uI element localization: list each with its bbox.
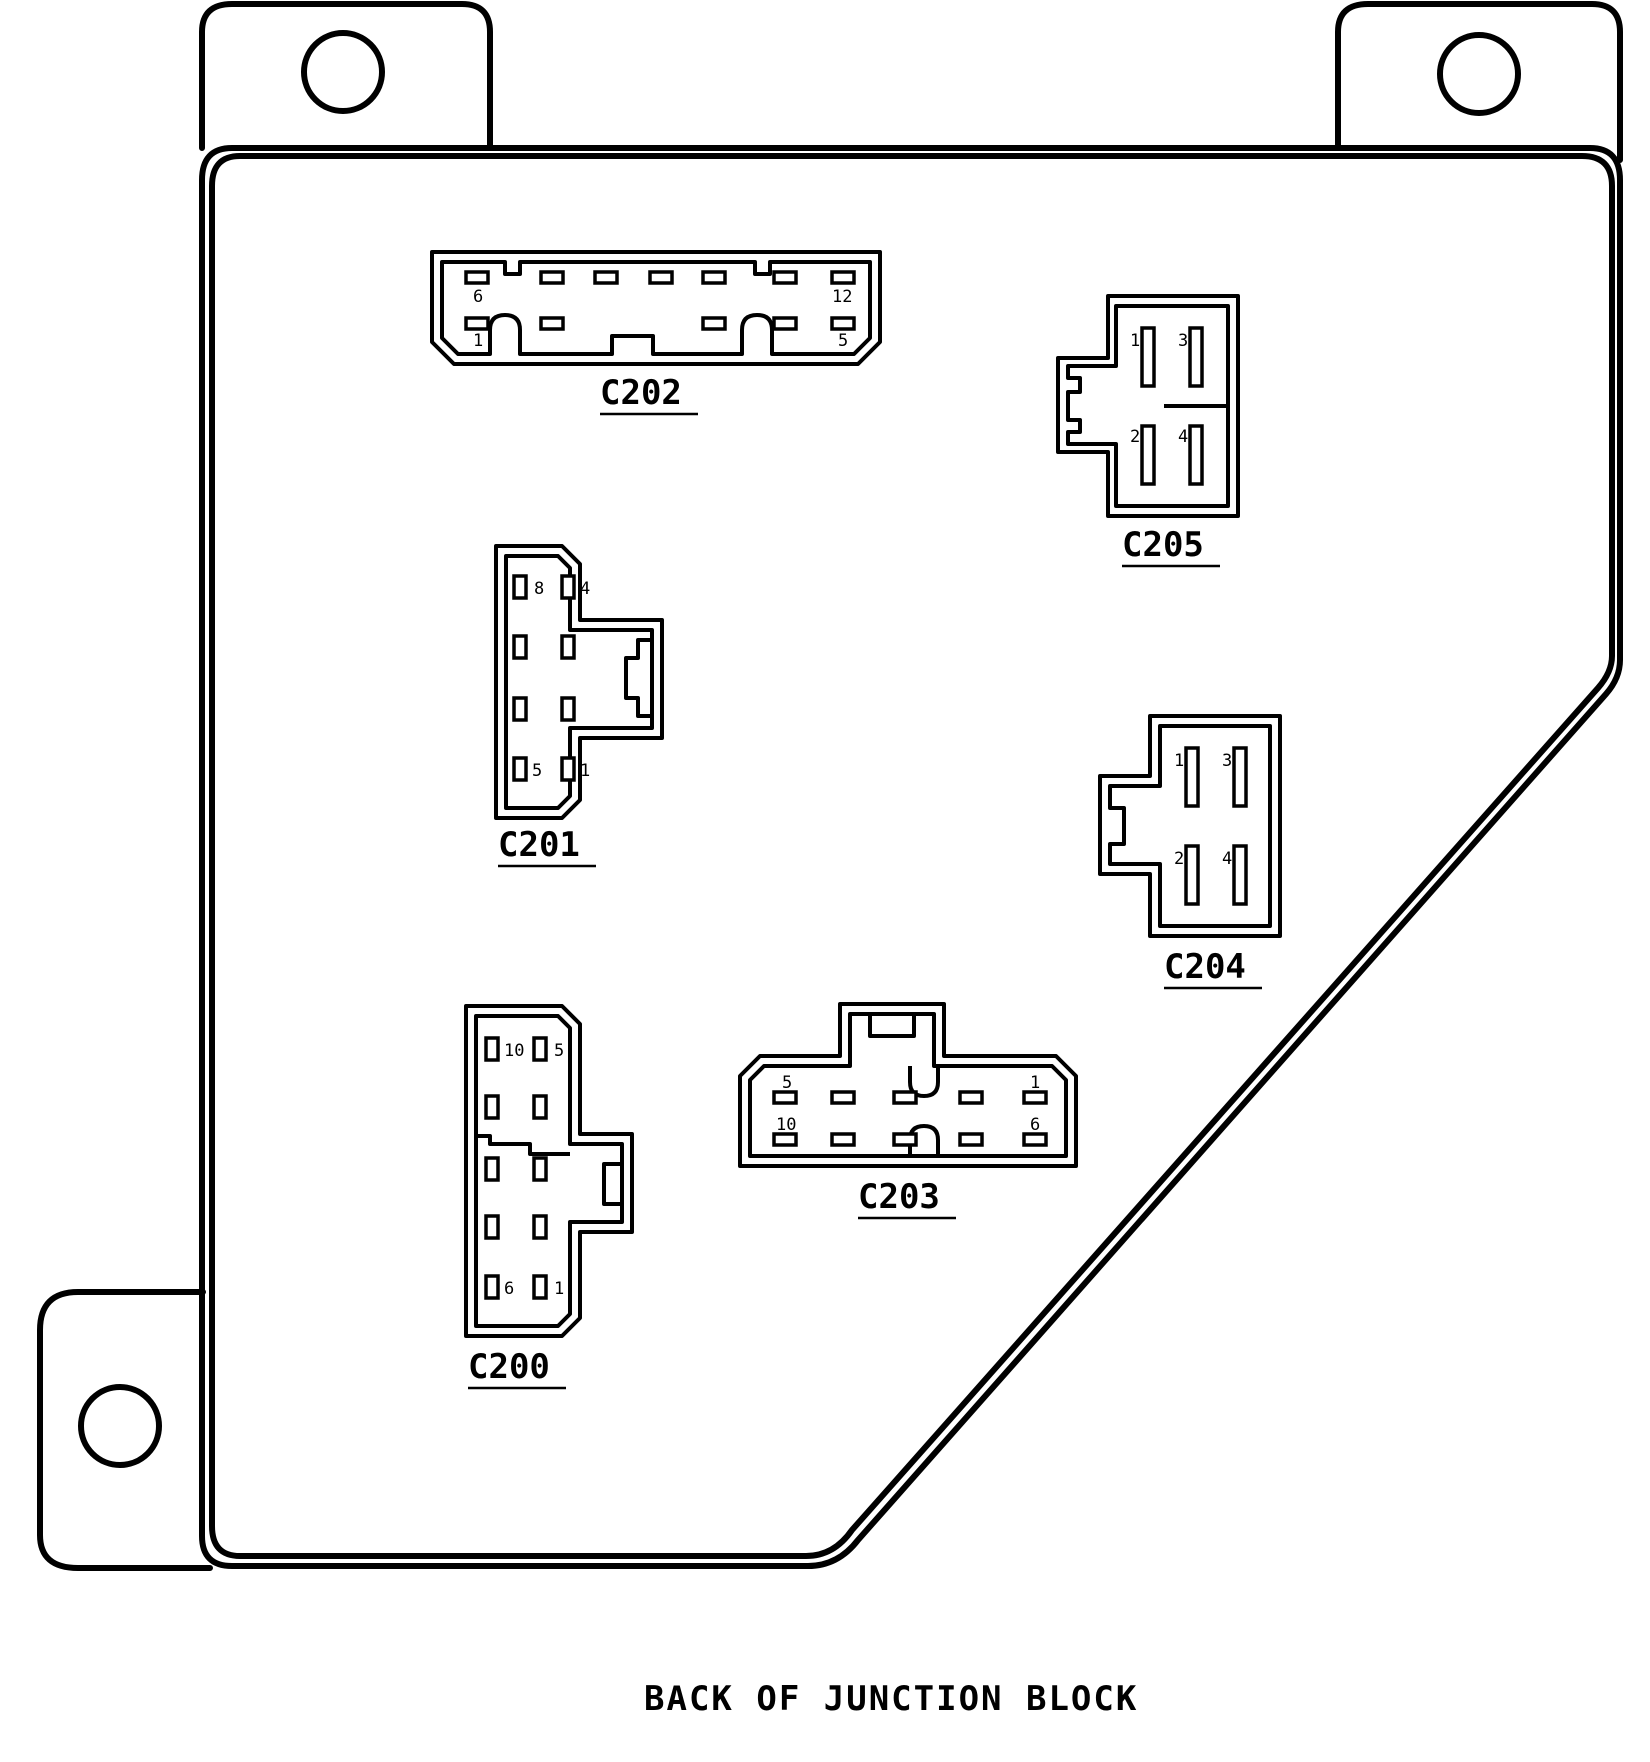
- c201-pin-number: 4: [580, 579, 590, 599]
- c203-pin: [892, 1132, 918, 1147]
- c204-pin: [1184, 844, 1200, 906]
- c204-pin-number: 4: [1222, 849, 1232, 869]
- diagram-caption: BACK OF JUNCTION BLOCK: [644, 1679, 1138, 1719]
- c202-pin: [772, 316, 798, 331]
- c204-pin-number: 3: [1222, 751, 1232, 771]
- c203-label: C203: [858, 1177, 940, 1217]
- c200-pin-number: 6: [504, 1279, 514, 1299]
- c200-pin: [532, 1274, 548, 1300]
- bottom-left-mounting-hole: [78, 1384, 162, 1468]
- c202-pin-number: 12: [832, 287, 852, 307]
- c200-pin: [484, 1094, 500, 1120]
- c200-pin-number: 5: [554, 1041, 564, 1061]
- c200-pin: [532, 1156, 548, 1182]
- c203-pin-number: 5: [782, 1073, 792, 1093]
- c205-label: C205: [1122, 525, 1204, 565]
- c202-label: C202: [600, 373, 682, 413]
- c202-pin-number: 6: [473, 287, 483, 307]
- connector-c202: 6 12 1 5 C202: [430, 250, 882, 416]
- c201-label: C201: [498, 825, 580, 865]
- c202-pin: [772, 270, 798, 285]
- c205-pin: [1140, 424, 1156, 486]
- c202-pin: [593, 270, 619, 285]
- c201-pin: [512, 696, 528, 722]
- c202-pin: [464, 270, 490, 285]
- c201-pin-number: 5: [532, 761, 542, 781]
- c203-pin: [772, 1132, 798, 1147]
- c203-pin-number: 6: [1030, 1115, 1040, 1135]
- c200-pin: [484, 1274, 500, 1300]
- c201-pin: [560, 696, 576, 722]
- c204-pin: [1184, 746, 1200, 808]
- connector-c201: 8 4 5 1 C201: [494, 544, 664, 868]
- top-right-mounting-tab: [1335, 1, 1623, 163]
- c203-pin: [1022, 1090, 1048, 1105]
- c200-pin: [484, 1214, 500, 1240]
- c205-pin-number: 2: [1130, 427, 1140, 447]
- top-left-mounting-tab: [199, 1, 493, 151]
- c203-pin: [830, 1090, 856, 1105]
- c201-pin: [512, 756, 528, 782]
- c200-pin: [484, 1156, 500, 1182]
- c201-pin: [560, 756, 576, 782]
- c203-pin: [830, 1132, 856, 1147]
- top-right-mounting-hole: [1437, 32, 1521, 116]
- c200-pin-number: 1: [554, 1279, 564, 1299]
- c205-pin-number: 4: [1178, 427, 1188, 447]
- c202-pin-number: 1: [473, 331, 483, 351]
- c201-pin-number: 8: [534, 579, 544, 599]
- c202-pin: [539, 270, 565, 285]
- c205-pin: [1188, 424, 1204, 486]
- c203-pin: [958, 1090, 984, 1105]
- c203-pin: [958, 1132, 984, 1147]
- c201-pin: [512, 634, 528, 660]
- c201-pin-number: 1: [580, 761, 590, 781]
- c202-pin-number: 5: [838, 331, 848, 351]
- connector-c204: 1 3 2 4 C204: [1098, 714, 1282, 990]
- c203-pin: [772, 1090, 798, 1105]
- junction-block-housing: [37, 1, 1623, 1571]
- c202-pin: [701, 270, 727, 285]
- connector-c200: 10 5 6 1 C200: [464, 1004, 634, 1390]
- c200-pin: [484, 1036, 500, 1062]
- c202-pin: [464, 316, 490, 331]
- c202-pin: [830, 270, 856, 285]
- c203-pin: [1022, 1132, 1048, 1147]
- c205-pin-number: 3: [1178, 331, 1188, 351]
- c200-label: C200: [468, 1347, 550, 1387]
- bottom-left-mounting-tab: [37, 1289, 213, 1571]
- c204-pin: [1232, 746, 1248, 808]
- c203-pin: [892, 1090, 918, 1105]
- c205-pin: [1140, 326, 1156, 388]
- c202-pin: [830, 316, 856, 331]
- c200-pin: [532, 1036, 548, 1062]
- c203-pin-number: 10: [776, 1115, 796, 1135]
- c203-pin-number: 1: [1030, 1073, 1040, 1093]
- c200-pin: [532, 1094, 548, 1120]
- c200-pin-number: 10: [504, 1041, 524, 1061]
- connector-c203: 5 1 10 6 C203: [738, 1002, 1078, 1220]
- top-left-mounting-hole: [301, 30, 385, 114]
- c204-pin: [1232, 844, 1248, 906]
- c204-pin-number: 1: [1174, 751, 1184, 771]
- c204-pin-number: 2: [1174, 849, 1184, 869]
- housing-outer-edge: [199, 145, 1623, 1569]
- c201-pin: [512, 574, 528, 600]
- c205-pin: [1188, 326, 1204, 388]
- c205-pin-number: 1: [1130, 331, 1140, 351]
- connector-c205: 1 3 2 4 C205: [1056, 294, 1240, 568]
- c200-pin: [532, 1214, 548, 1240]
- c202-pin: [539, 316, 565, 331]
- c202-pin: [701, 316, 727, 331]
- c204-label: C204: [1164, 947, 1246, 987]
- c202-pin: [648, 270, 674, 285]
- c201-pin: [560, 634, 576, 660]
- c201-pin: [560, 574, 576, 600]
- housing-inner-face: [209, 153, 1615, 1559]
